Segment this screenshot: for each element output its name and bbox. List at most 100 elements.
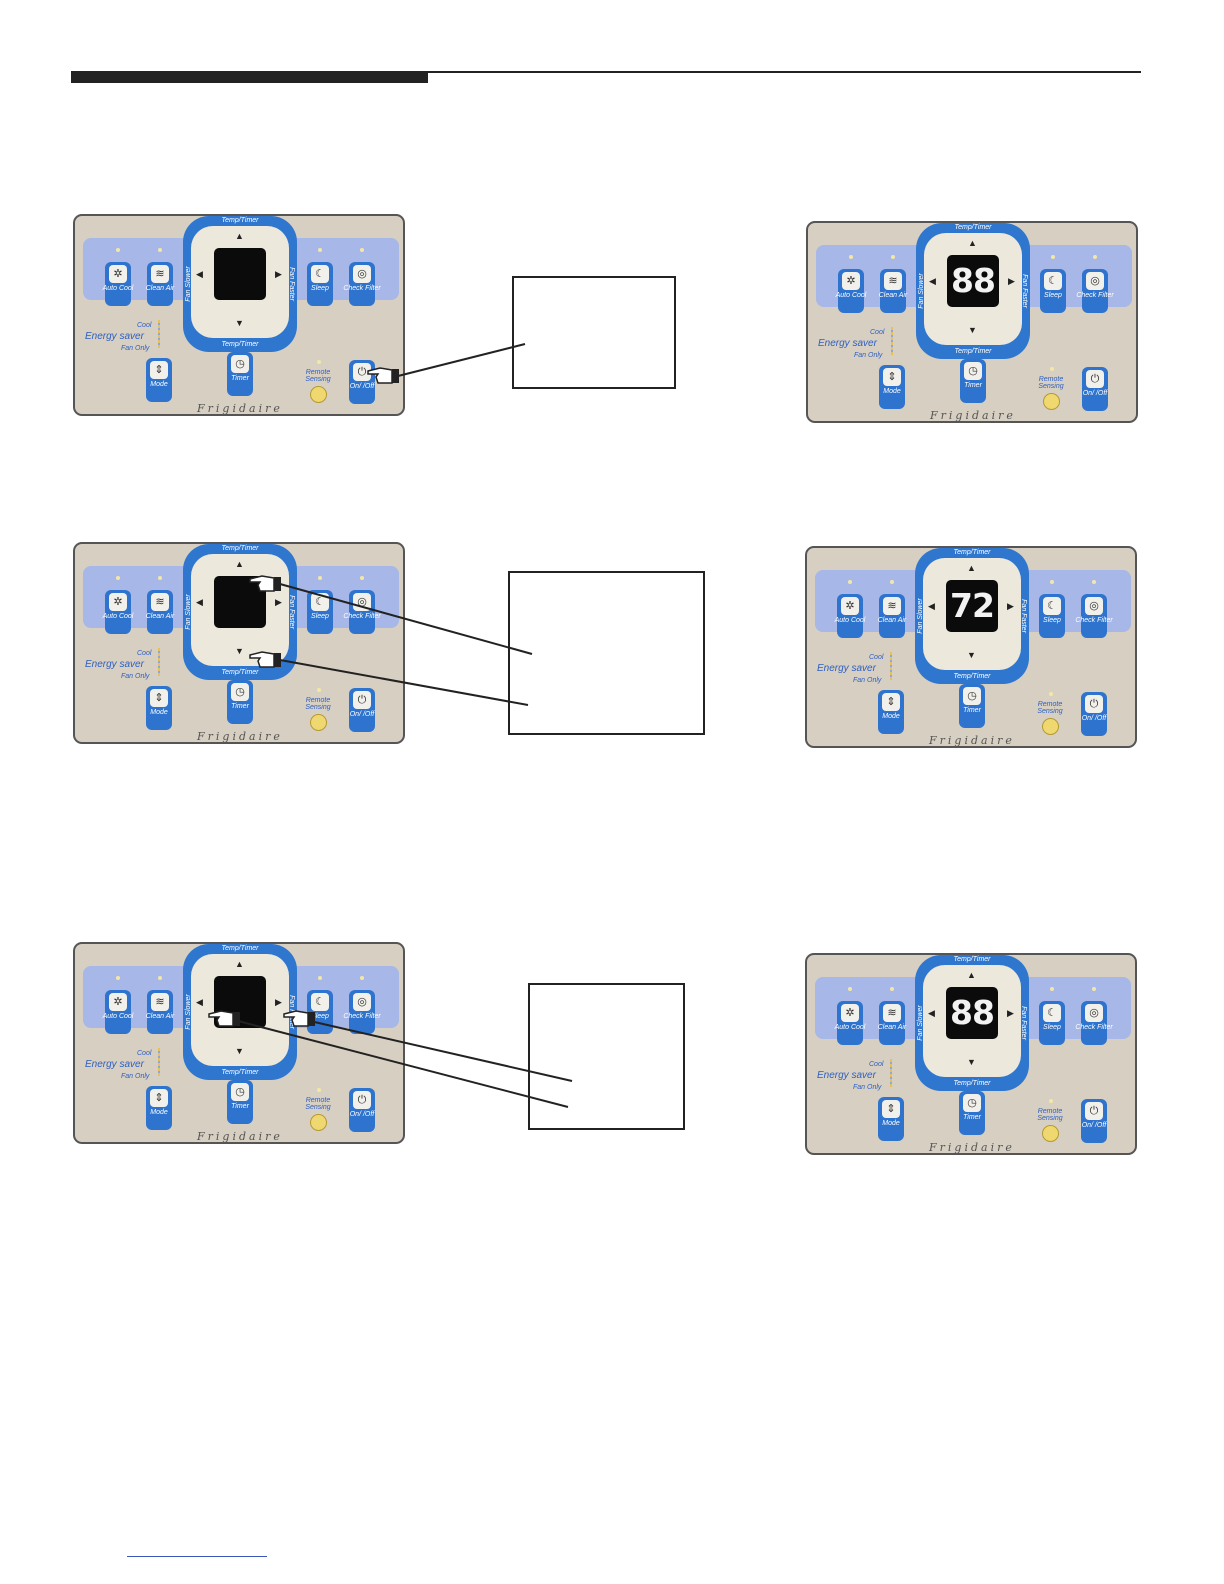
mode-button[interactable]: ⇕ Mode — [878, 1097, 904, 1141]
moon-icon: ☾ — [311, 593, 329, 611]
temp-fan-ring: Temp/Timer Fan Slower Fan Faster Temp/Ti… — [915, 955, 1029, 1091]
check-filter-button[interactable]: ◎ Check Filter — [343, 990, 381, 1034]
temp-down-arrow-icon[interactable]: ▼ — [967, 650, 976, 660]
temp-up-arrow-icon[interactable]: ▲ — [967, 563, 976, 573]
on-off-button[interactable]: ⏻ On/ /Off — [349, 360, 375, 404]
fan-faster-arrow-icon[interactable]: ▶ — [275, 269, 282, 279]
temp-down-arrow-icon[interactable]: ▼ — [235, 1046, 244, 1056]
fan-slower-arrow-icon[interactable]: ◀ — [196, 597, 203, 607]
clean-air-button[interactable]: ≋ Clean Air — [878, 1001, 906, 1045]
temp-up-arrow-icon[interactable]: ▲ — [968, 238, 977, 248]
check-filter-button[interactable]: ◎ Check Filter — [1075, 1001, 1113, 1045]
power-icon: ⏻ — [353, 363, 371, 381]
indicator-led — [116, 976, 120, 980]
temp-down-arrow-icon[interactable]: ▼ — [235, 318, 244, 328]
temp-down-arrow-icon[interactable]: ▼ — [967, 1057, 976, 1067]
fan-slower-arrow-icon[interactable]: ◀ — [929, 276, 936, 286]
fan-faster-arrow-icon[interactable]: ▶ — [275, 997, 282, 1007]
temp-up-arrow-icon[interactable]: ▲ — [967, 970, 976, 980]
timer-button[interactable]: ◷ Timer — [227, 352, 253, 396]
up-down-arrows-icon: ⇕ — [150, 361, 168, 379]
temp-fan-ring: Temp/Timer Fan Slower Fan Faster Temp/Ti… — [915, 548, 1029, 684]
check-filter-button[interactable]: ◎ Check Filter — [1075, 594, 1113, 638]
clean-air-button[interactable]: ≋ Clean Air — [879, 269, 907, 313]
mode-button[interactable]: ⇕ Mode — [146, 358, 172, 402]
clean-air-button[interactable]: ≋ Clean Air — [146, 590, 174, 634]
leader-line-step2-up — [279, 583, 533, 655]
timer-button[interactable]: ◷ Timer — [227, 1080, 253, 1124]
timer-button[interactable]: ◷ Timer — [959, 684, 985, 728]
mode-indicator-dashes — [891, 327, 893, 355]
mode-button[interactable]: ⇕ Mode — [878, 690, 904, 734]
indicator-led — [1051, 255, 1055, 259]
auto-cool-button[interactable]: ✲ Auto Cool — [836, 269, 866, 313]
callout-box-step3 — [528, 983, 685, 1130]
sleep-button[interactable]: ☾ Sleep — [1040, 269, 1066, 313]
auto-cool-button[interactable]: ✲ Auto Cool — [835, 594, 865, 638]
clean-air-button[interactable]: ≋ Clean Air — [878, 594, 906, 638]
indicator-led — [360, 576, 364, 580]
on-off-button[interactable]: ⏻ On/ /Off — [1082, 367, 1108, 411]
on-off-button[interactable]: ⏻ On/ /Off — [349, 1088, 375, 1132]
check-filter-button[interactable]: ◎ Check Filter — [343, 590, 381, 634]
display-screen — [214, 248, 266, 300]
filter-icon: ◎ — [353, 993, 371, 1011]
display-screen: 72 — [946, 580, 998, 632]
ring-inner: ▲ ◀ ▶ ▼ 88 — [924, 233, 1022, 345]
clean-air-icon: ≋ — [151, 993, 169, 1011]
timer-button[interactable]: ◷ Timer — [960, 359, 986, 403]
timer-button[interactable]: ◷ Timer — [959, 1091, 985, 1135]
temp-down-arrow-icon[interactable]: ▼ — [968, 325, 977, 335]
remote-sensor — [310, 714, 327, 731]
clean-air-button[interactable]: ≋ Clean Air — [146, 990, 174, 1034]
check-filter-button[interactable]: ◎ Check Filter — [1076, 269, 1114, 313]
temp-down-arrow-icon[interactable]: ▼ — [235, 646, 244, 656]
temp-up-arrow-icon[interactable]: ▲ — [235, 959, 244, 969]
remote-sensor — [310, 1114, 327, 1131]
header-bar — [71, 72, 428, 83]
fan-slower-arrow-icon[interactable]: ◀ — [928, 1008, 935, 1018]
clean-air-button[interactable]: ≋ Clean Air — [146, 262, 174, 306]
sleep-button[interactable]: ☾ Sleep — [1039, 1001, 1065, 1045]
fan-slower-arrow-icon[interactable]: ◀ — [928, 601, 935, 611]
footer-link-underline[interactable] — [127, 1556, 267, 1557]
sleep-button[interactable]: ☾ Sleep — [307, 262, 333, 306]
ring-inner: ▲ ◀ ▶ ▼ — [191, 554, 289, 666]
indicator-led — [116, 576, 120, 580]
temp-up-arrow-icon[interactable]: ▲ — [235, 559, 244, 569]
mode-button[interactable]: ⇕ Mode — [879, 365, 905, 409]
check-filter-button[interactable]: ◎ Check Filter — [343, 262, 381, 306]
fan-slower-arrow-icon[interactable]: ◀ — [196, 269, 203, 279]
on-off-button[interactable]: ⏻ On/ /Off — [1081, 692, 1107, 736]
timer-button[interactable]: ◷ Timer — [227, 680, 253, 724]
fan-faster-arrow-icon[interactable]: ▶ — [1007, 1008, 1014, 1018]
temp-up-arrow-icon[interactable]: ▲ — [235, 231, 244, 241]
power-icon: ⏻ — [1085, 1102, 1103, 1120]
power-icon: ⏻ — [1086, 370, 1104, 388]
fan-faster-arrow-icon[interactable]: ▶ — [275, 597, 282, 607]
moon-icon: ☾ — [1043, 1004, 1061, 1022]
indicator-led — [1049, 1099, 1053, 1103]
power-icon: ⏻ — [353, 691, 371, 709]
auto-cool-button[interactable]: ✲ Auto Cool — [103, 990, 133, 1034]
indicator-led — [848, 580, 852, 584]
auto-cool-button[interactable]: ✲ Auto Cool — [103, 262, 133, 306]
display-screen: 88 — [946, 987, 998, 1039]
auto-cool-button[interactable]: ✲ Auto Cool — [835, 1001, 865, 1045]
fan-faster-arrow-icon[interactable]: ▶ — [1007, 601, 1014, 611]
mode-button[interactable]: ⇕ Mode — [146, 686, 172, 730]
mode-button[interactable]: ⇕ Mode — [146, 1086, 172, 1130]
auto-cool-icon: ✲ — [841, 597, 859, 615]
indicator-led — [158, 576, 162, 580]
moon-icon: ☾ — [311, 993, 329, 1011]
indicator-led — [317, 688, 321, 692]
on-off-button[interactable]: ⏻ On/ /Off — [349, 688, 375, 732]
on-off-button[interactable]: ⏻ On/ /Off — [1081, 1099, 1107, 1143]
auto-cool-button[interactable]: ✲ Auto Cool — [103, 590, 133, 634]
fan-slower-arrow-icon[interactable]: ◀ — [196, 997, 203, 1007]
clean-air-icon: ≋ — [883, 1004, 901, 1022]
filter-icon: ◎ — [353, 265, 371, 283]
up-down-arrows-icon: ⇕ — [883, 368, 901, 386]
sleep-button[interactable]: ☾ Sleep — [1039, 594, 1065, 638]
fan-faster-arrow-icon[interactable]: ▶ — [1008, 276, 1015, 286]
